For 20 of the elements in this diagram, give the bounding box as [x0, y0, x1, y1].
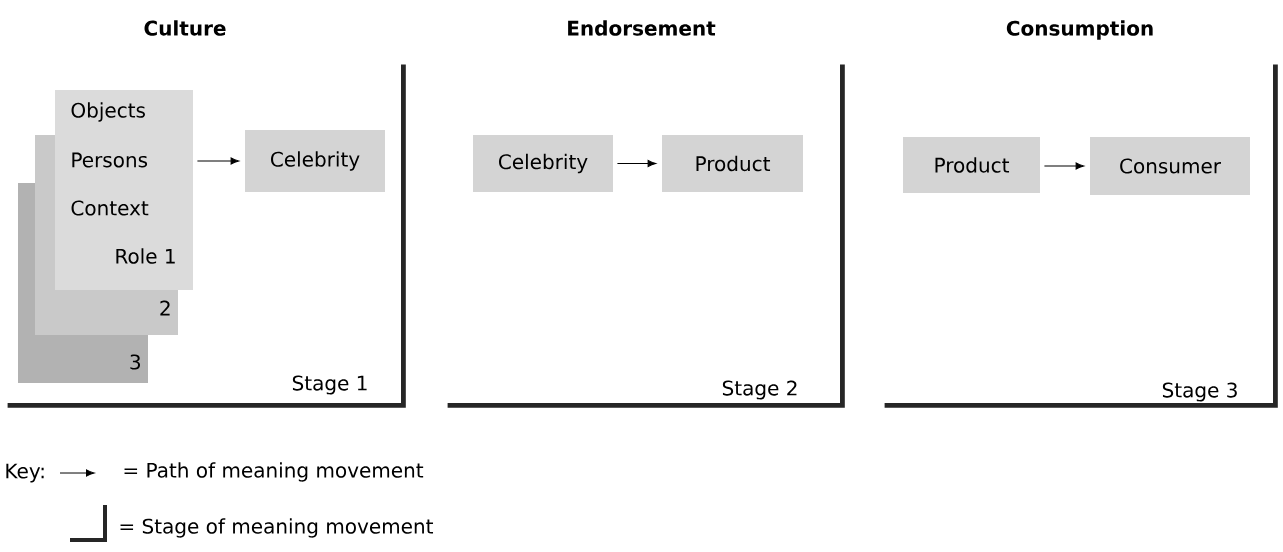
concept-box: Celebrity	[245, 130, 385, 192]
arrow	[616, 159, 657, 168]
stage-heading: Culture	[144, 20, 226, 36]
arrow	[196, 157, 240, 165]
legend-text: = Stage of meaning movement	[120, 518, 433, 538]
arrow	[1043, 162, 1085, 170]
stage-label: Stage 3	[1162, 382, 1237, 402]
concept-box: Product	[903, 137, 1040, 193]
stacked-card: 2	[35, 290, 178, 335]
stage-label: Stage 1	[292, 375, 367, 395]
stage-label: Stage 2	[722, 380, 797, 400]
stacked-card: Objects Persons Context Role 1	[55, 90, 193, 290]
legend-text: = Path of meaning movement	[124, 462, 424, 482]
concept-box: Consumer	[1090, 137, 1250, 195]
concept-box: Product	[662, 135, 803, 192]
key-label: Key:	[6, 463, 44, 483]
stage-heading: Consumption	[1006, 20, 1153, 40]
stage-heading: Endorsement	[568, 20, 716, 36]
concept-box: Celebrity	[473, 135, 613, 192]
stacked-card: 3	[18, 335, 148, 383]
